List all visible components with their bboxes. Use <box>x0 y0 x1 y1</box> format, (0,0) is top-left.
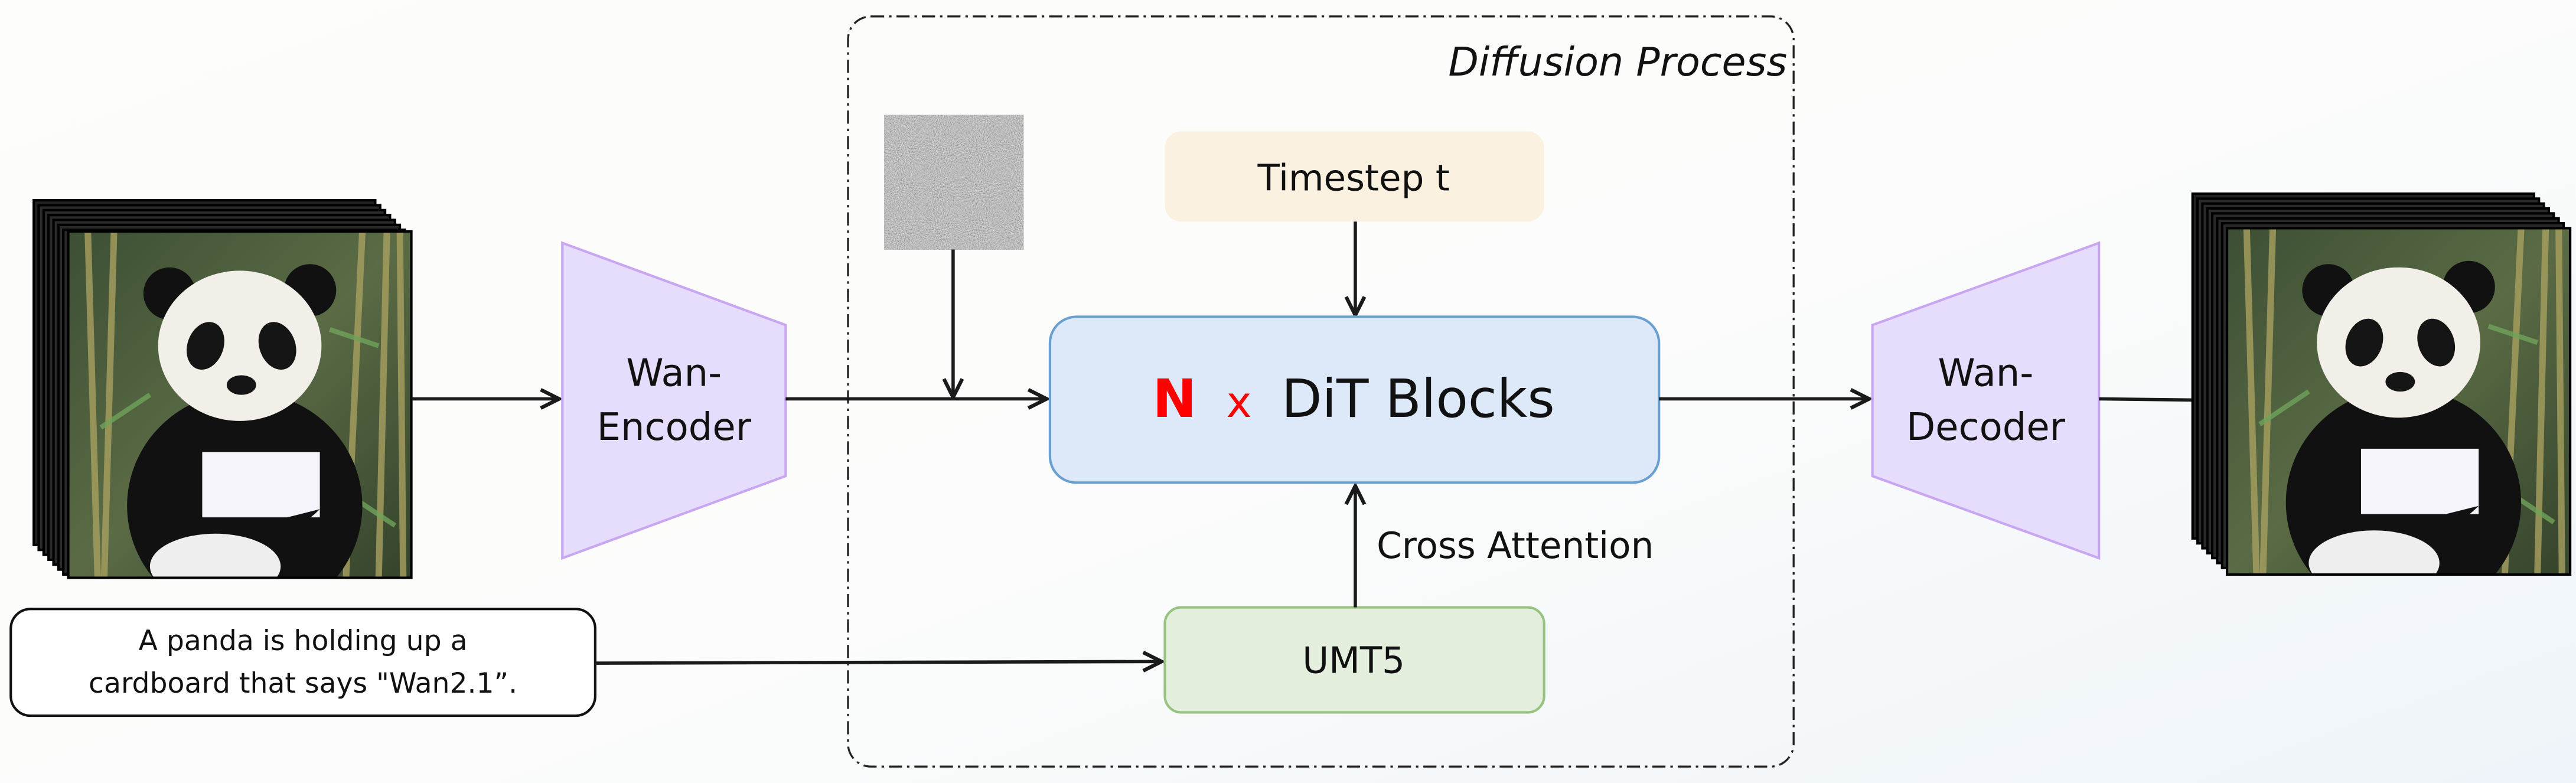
svg-text:N x DiT Blocks: N x DiT Blocks <box>1153 368 1555 429</box>
panda-image-input: Wan2.1 <box>67 230 413 579</box>
wan-encoder: Wan- Encoder <box>561 241 787 560</box>
prompt-line2: cardboard that says "Wan2.1”. <box>89 667 517 700</box>
sign-text-input: Wan2.1 <box>180 420 272 449</box>
decoder-label-line1: Wan- <box>1938 351 2034 395</box>
dit-label: DiT Blocks <box>1282 368 1555 429</box>
text-prompt-box: A panda is holding up a cardboard that s… <box>9 608 596 717</box>
dit-blocks: N x DiT Blocks <box>1048 315 1661 484</box>
output-video-frames: Wan2.1 <box>2191 192 2572 576</box>
wan-decoder: Wan- Decoder <box>1871 241 2101 560</box>
prompt-line1: A panda is holding up a <box>139 625 468 657</box>
sign-text-output: Wan2.1 <box>2338 417 2431 446</box>
umt5-label: UMT5 <box>1302 640 1405 682</box>
noise-latent <box>884 115 1024 250</box>
umt5-box: UMT5 <box>1163 606 1545 714</box>
panda-image-output: Wan2.1 <box>2226 227 2572 576</box>
arrow-prompt-to-umt5 <box>595 661 1162 663</box>
cross-attention-label: Cross Attention <box>1377 525 1654 567</box>
diffusion-process-region: Diffusion Process <box>847 15 1795 768</box>
decoder-label-line2: Decoder <box>1906 406 2066 449</box>
input-video-frames: Wan2.1 <box>32 199 413 579</box>
dit-n: N <box>1153 368 1196 429</box>
encoder-label-line2: Encoder <box>597 406 752 449</box>
encoder-label-line1: Wan- <box>626 351 722 395</box>
timestep-box: Timestep t <box>1165 131 1544 222</box>
dit-x: x <box>1227 378 1252 428</box>
timestep-label: Timestep t <box>1257 157 1450 199</box>
diffusion-process-label: Diffusion Process <box>1449 39 1788 85</box>
